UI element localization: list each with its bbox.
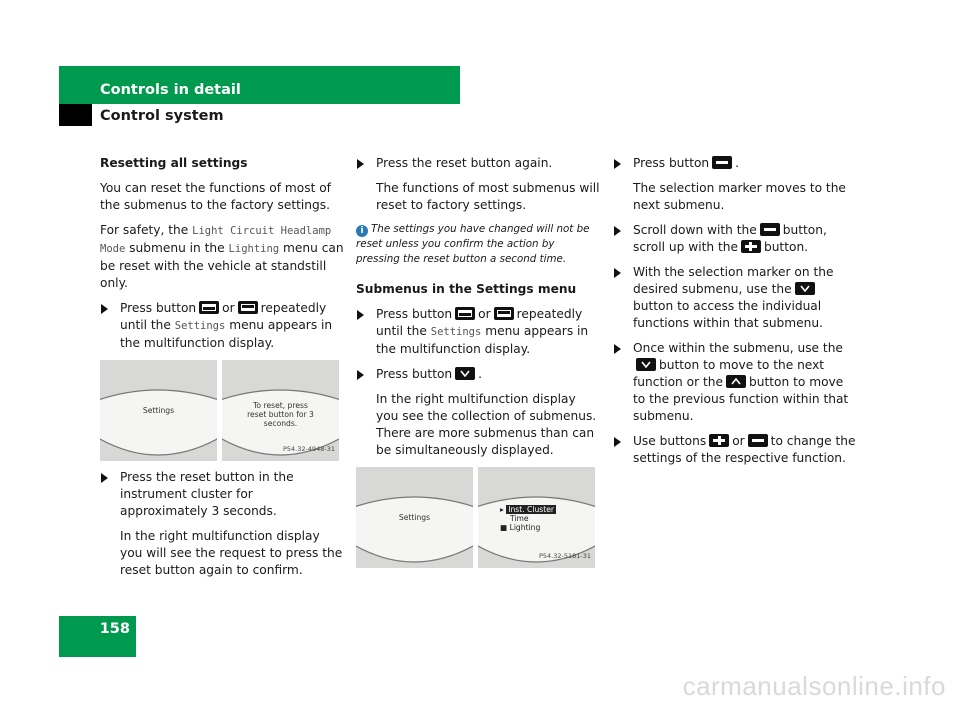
page-number: 158 [59,616,136,657]
paragraph: In the right multifunction display you s… [376,392,597,457]
display-panel: Settings [356,467,473,568]
step: Press button. [613,155,857,172]
column-2: Press the reset button again. The functi… [356,155,600,576]
display-button-icon [199,301,220,314]
section-title: Controls in detail [100,82,241,98]
menu-item: ■ Lighting [500,523,541,532]
previous-arrow-icon [726,375,747,388]
display-panel: ▸ Inst. Cluster Time ■ Lighting P54.32-5… [478,467,595,568]
figure-reference: P54.32-5181-31 [538,552,591,560]
display-text: Settings [142,406,175,415]
header-marker [59,104,92,126]
next-arrow-icon [455,367,476,380]
display-illustration [100,389,217,456]
display-button-icon [493,307,514,320]
heading-submenus: Submenus in the Settings menu [356,282,577,296]
submenu-list: ▸ Inst. Cluster Time ■ Lighting [500,505,557,532]
figure-display: Settings ▸ Inst. Cluster Time ■ Lighting… [356,467,600,568]
display-text: Settings [398,513,431,522]
display-panel: Settings [100,360,217,461]
column-1: Resetting all settings You can reset the… [100,155,344,587]
plus-button-icon [740,240,761,253]
paragraph: In the right multifunction display you w… [120,529,343,577]
watermark: carmanualsonline.info [682,671,946,701]
display-text: To reset, press reset button for 3 secon… [247,401,314,428]
next-arrow-icon [636,358,656,371]
step: Press button. [356,366,600,383]
paragraph: You can reset the functions of most of t… [100,181,331,212]
info-icon: i [356,225,368,237]
paragraph: For safety, the Light Circuit Headlamp M… [100,223,344,290]
menu-item: ▸ Inst. Cluster [500,505,557,514]
menu-item: Time [510,514,529,523]
heading-resetting: Resetting all settings [100,156,248,170]
section-header: Controls in detail [59,66,460,104]
display-button-icon [455,307,476,320]
display-illustration [356,496,473,563]
display-button-icon [237,301,258,314]
column-3: Press button. The selection marker moves… [613,155,857,475]
subsection-title: Control system [100,108,224,124]
minus-button-icon [747,434,768,447]
figure-reference: P54.32-4948-31 [282,445,335,453]
paragraph: The selection marker moves to the next s… [633,181,846,212]
step: With the selection marker on the desired… [613,264,857,332]
figure-display: Settings To reset, press reset button fo… [100,360,344,461]
paragraph: The functions of most submenus will rese… [376,181,600,212]
minus-button-icon [712,156,733,169]
step: Press the reset button in the instrument… [100,469,344,520]
plus-button-icon [709,434,730,447]
next-arrow-icon [794,282,815,295]
step: Press the reset button again. [356,155,600,172]
display-illustration [222,389,339,456]
display-panel: To reset, press reset button for 3 secon… [222,360,339,461]
minus-button-icon [759,223,780,236]
